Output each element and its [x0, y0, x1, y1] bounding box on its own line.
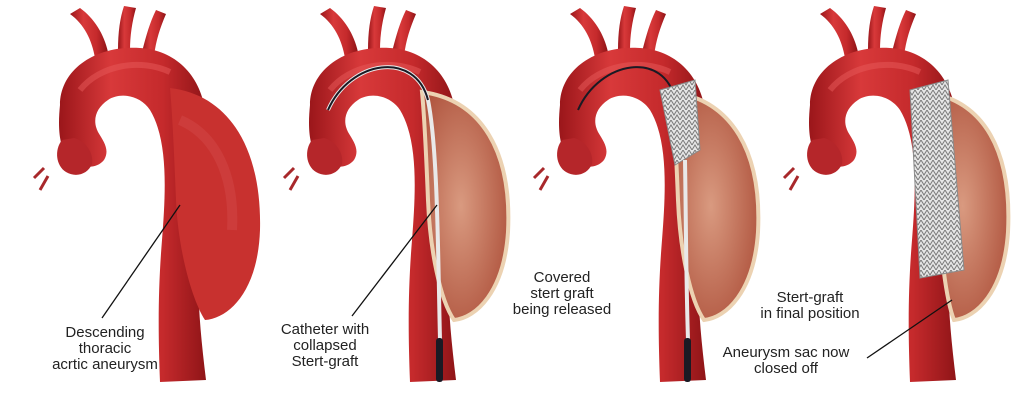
label-line: Stert-graft: [735, 290, 885, 306]
panel-3-stent-releasing: [534, 6, 758, 382]
label-panel-4-secondary: Aneurysm sac now closed off: [710, 345, 862, 377]
label-line: in final position: [735, 306, 885, 322]
label-line: stert graft: [497, 286, 627, 302]
label-panel-2: Catheter with collapsed Stert-graft: [260, 322, 390, 370]
label-panel-3: Covered stert graft being released: [497, 270, 627, 318]
label-line: closed off: [710, 361, 862, 377]
label-line: collapsed: [260, 338, 390, 354]
panel-4-stent-final: [784, 6, 1008, 382]
label-line: acrtic aneurysm: [20, 357, 190, 373]
label-panel-4: Stert-graft in final position: [735, 290, 885, 322]
label-line: Descending: [20, 325, 190, 341]
label-line: Catheter with: [260, 322, 390, 338]
label-line: Covered: [497, 270, 627, 286]
label-line: Aneurysm sac now: [710, 345, 862, 361]
label-panel-1: Descending thoracic acrtic aneurysm: [20, 325, 190, 373]
label-line: Stert-graft: [260, 354, 390, 370]
label-line: being released: [497, 302, 627, 318]
label-line: thoracic: [20, 341, 190, 357]
